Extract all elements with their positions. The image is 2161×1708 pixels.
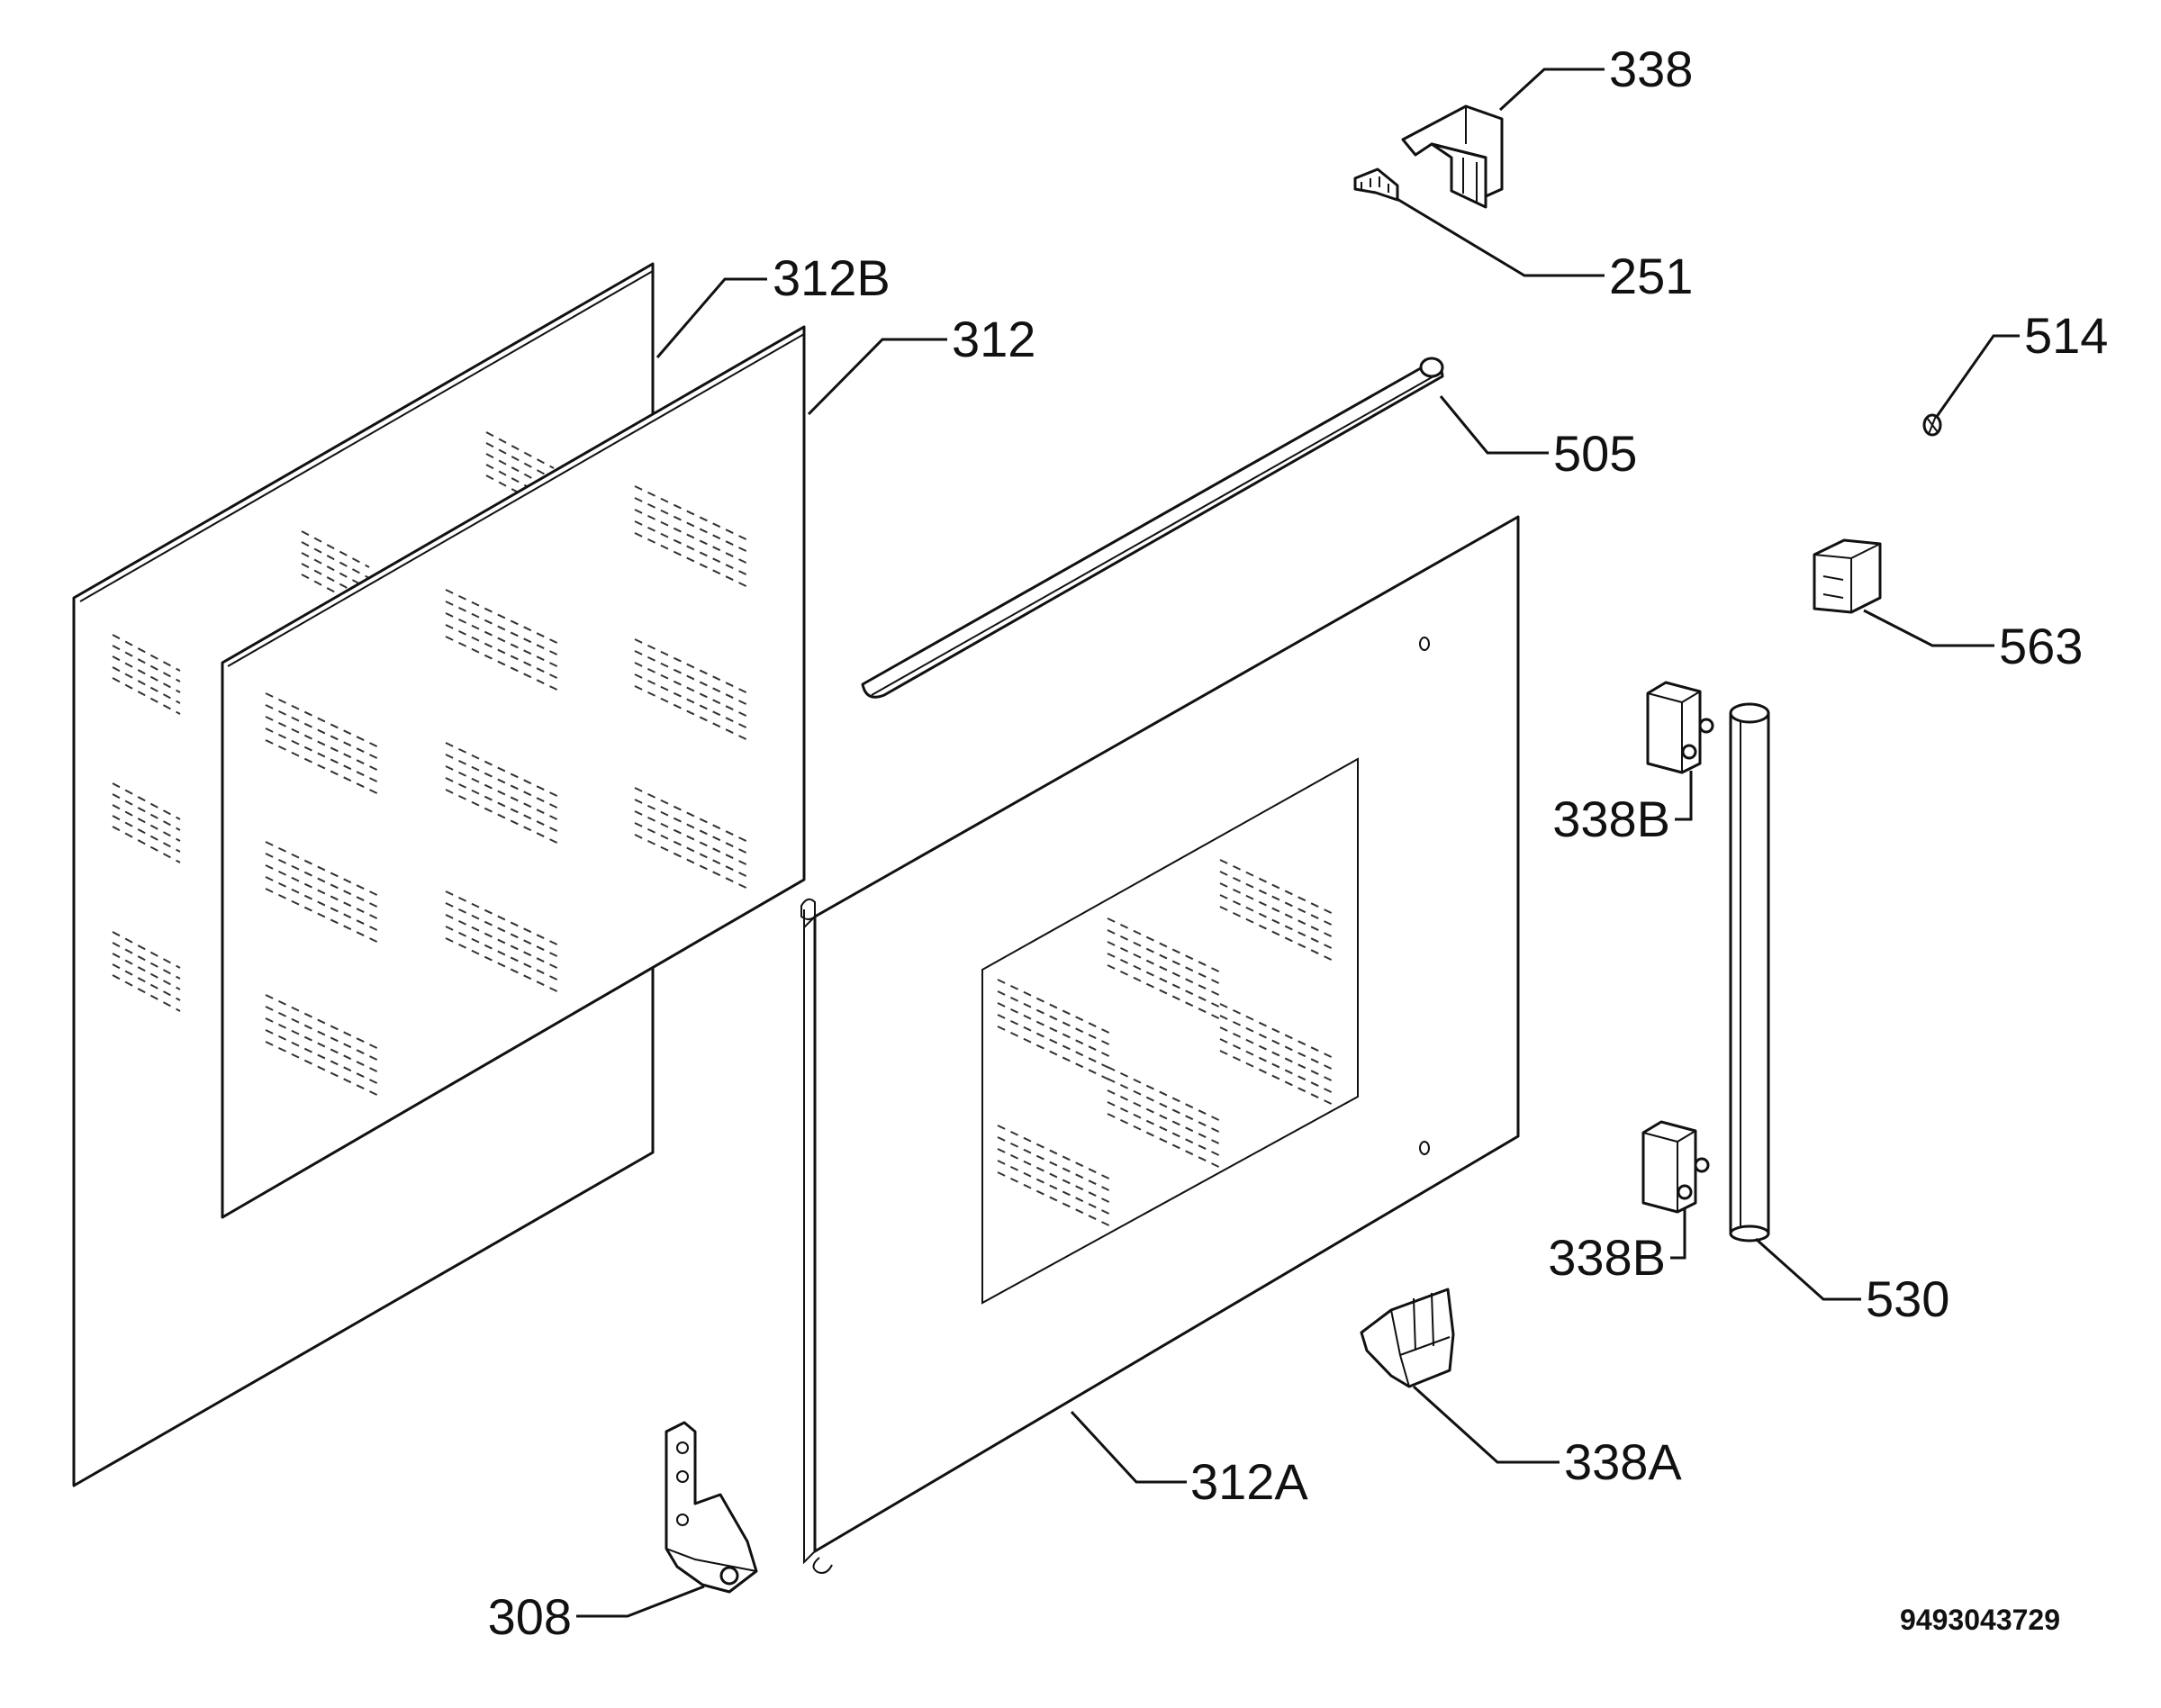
- part-312A-outer-door-glass[interactable]: [800, 515, 1520, 1574]
- label-312B: 312B: [773, 249, 891, 306]
- part-338B-bottom-hinge-block[interactable]: [1641, 1120, 1710, 1214]
- leader-251: [1395, 196, 1605, 277]
- door-window-frame: [981, 757, 1359, 1305]
- part-514-screw[interactable]: [1922, 413, 1942, 437]
- door-screw-hole-top: [1419, 637, 1430, 651]
- leader-338: [1498, 68, 1605, 112]
- part-308-hinge-bracket[interactable]: [665, 1421, 758, 1594]
- drawing-number: 9493043729: [1900, 1604, 2060, 1636]
- label-338: 338: [1609, 41, 1693, 97]
- leader-563: [1863, 609, 1994, 647]
- label-251: 251: [1609, 248, 1693, 304]
- leader-312B: [656, 277, 767, 358]
- part-563-connector[interactable]: [1813, 538, 1882, 614]
- leader-338B-top: [1675, 771, 1693, 821]
- label-530: 530: [1866, 1270, 1949, 1327]
- leader-338A: [1412, 1385, 1560, 1464]
- label-514: 514: [2024, 307, 2108, 364]
- door-window-hatching: [997, 859, 1338, 1229]
- label-505: 505: [1553, 425, 1637, 482]
- leader-308: [576, 1585, 705, 1618]
- glass-312-outline: [221, 325, 806, 1219]
- part-338B-top-hinge-block[interactable]: [1646, 681, 1714, 774]
- leader-530: [1755, 1237, 1861, 1301]
- leader-312A: [1070, 1410, 1187, 1484]
- part-338-end-cap[interactable]: [1401, 104, 1504, 209]
- leader-514: [1934, 334, 2020, 419]
- part-505-profile-bar[interactable]: [861, 357, 1444, 699]
- part-labels: 338 251 312B 312 514 505 563 338B 338B 5…: [488, 41, 2109, 1645]
- label-338B-bottom: 338B: [1548, 1229, 1666, 1286]
- label-312: 312: [952, 311, 1035, 367]
- door-screw-hole-bottom: [1419, 1141, 1430, 1155]
- leader-312: [807, 338, 947, 416]
- part-530-rod[interactable]: [1729, 702, 1770, 1243]
- label-563: 563: [1999, 618, 2083, 674]
- leader-338B-bottom: [1670, 1209, 1686, 1260]
- part-312-glass-panel[interactable]: [221, 325, 806, 1219]
- label-338B-top: 338B: [1552, 791, 1670, 847]
- label-338A: 338A: [1564, 1433, 1682, 1490]
- glass-312-hatching: [265, 485, 753, 1098]
- part-251-clip[interactable]: [1353, 167, 1399, 202]
- part-338A-end-cap[interactable]: [1360, 1288, 1455, 1388]
- label-312A: 312A: [1190, 1453, 1308, 1510]
- leader-505: [1439, 395, 1549, 455]
- leader-lines: [576, 68, 2020, 1618]
- label-308: 308: [488, 1588, 572, 1645]
